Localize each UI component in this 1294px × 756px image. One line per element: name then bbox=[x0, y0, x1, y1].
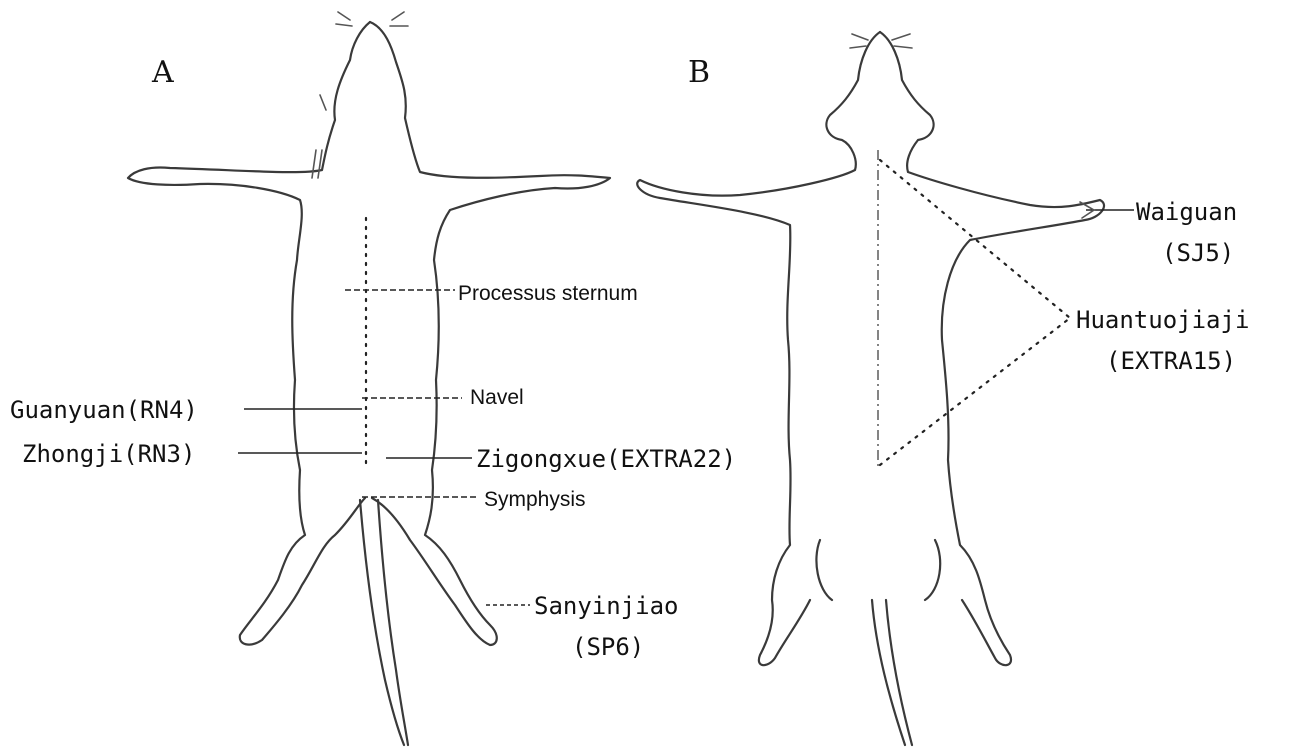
label-waiguan-code: (SJ5) bbox=[1162, 239, 1234, 267]
label-processus-sternum: Processus sternum bbox=[458, 282, 638, 305]
label-symphysis: Symphysis bbox=[484, 488, 586, 511]
rat-b-outline bbox=[637, 32, 880, 665]
label-sanyinjiao: Sanyinjiao bbox=[534, 592, 679, 620]
rat-figure-b bbox=[637, 32, 1134, 745]
label-zhongji: Zhongji(RN3) bbox=[22, 440, 195, 468]
panel-label-a: A bbox=[151, 55, 174, 90]
label-guanyuan: Guanyuan(RN4) bbox=[10, 396, 198, 424]
rat-a-outline-right bbox=[370, 22, 610, 645]
label-waiguan: Waiguan bbox=[1136, 198, 1237, 226]
rat-b-whiskers bbox=[850, 34, 912, 48]
label-huantuojiaji-code: (EXTRA15) bbox=[1106, 347, 1236, 375]
rat-b-hips bbox=[816, 540, 940, 600]
label-sanyinjiao-code: (SP6) bbox=[572, 633, 644, 661]
rat-figure-a bbox=[128, 12, 610, 745]
label-zigongxue: Zigongxue(EXTRA22) bbox=[476, 445, 736, 473]
rat-a-outline bbox=[128, 22, 370, 645]
rat-a-tail bbox=[360, 500, 404, 745]
panel-label-b: B bbox=[688, 55, 710, 90]
label-huantuojiaji: Huantuojiaji bbox=[1076, 306, 1249, 334]
huantuojiaji-line-lower bbox=[880, 318, 1070, 465]
rat-b-outline-right bbox=[880, 32, 1104, 665]
label-navel: Navel bbox=[470, 386, 524, 409]
